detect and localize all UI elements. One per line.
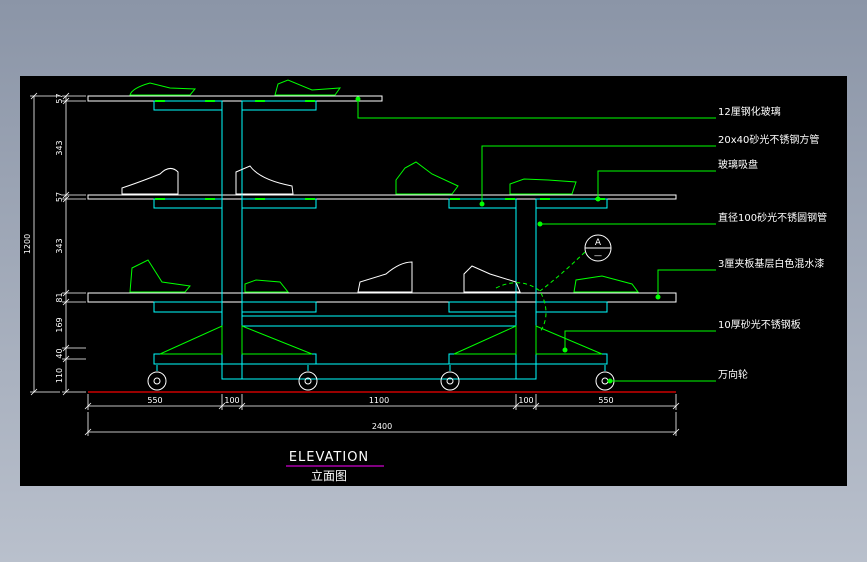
detail-marker-label: A [595, 238, 602, 248]
caster-1 [147, 365, 167, 391]
drawing-title-cn: 立面图 [311, 468, 347, 483]
stainless-plates [159, 325, 603, 355]
shoe-icon [395, 161, 459, 195]
caster-3 [440, 365, 460, 391]
callout-label: 20x40砂光不锈钢方管 [718, 133, 819, 146]
top-glass-shelf [87, 95, 383, 102]
dimension-label: 550 [147, 396, 162, 405]
dimension-total-label: 1200 [23, 234, 32, 254]
detail-marker-sheet: — [594, 251, 602, 260]
callout-caster: 万向轮 [607, 368, 748, 384]
callout-plywood: 3厘夹板基层白色混水漆 [655, 257, 824, 300]
shoe-icon [274, 79, 342, 96]
middle-glass-shelf [87, 194, 677, 200]
callout-steel-plate: 10厚砂光不锈钢板 [562, 318, 801, 353]
callout-square-tube: 20x40砂光不锈钢方管 [479, 133, 819, 207]
shoe-icon [129, 82, 197, 96]
cad-viewport[interactable]: A — 12厘钢化玻璃 20x40砂光不锈钢方管玻璃吸盘直径100砂光不锈圆钢管 3… [20, 76, 847, 486]
callout-suction-cup: 玻璃吸盘 [595, 158, 758, 202]
title-block: ELEVATION 立面图 [286, 450, 384, 483]
callout-label: 3厘夹板基层白色混水漆 [718, 257, 824, 270]
drawing-title-en: ELEVATION [289, 450, 369, 465]
shelves [87, 95, 677, 303]
dimension-label: 110 [55, 368, 64, 383]
dimension-label: 100 [224, 396, 239, 405]
shoe-icon [129, 259, 191, 293]
shelf-marks [155, 100, 605, 200]
dimension-label: 57 [55, 192, 64, 202]
callout-label: 直径100砂光不锈圆钢管 [718, 211, 827, 224]
dimension-label: 1100 [369, 396, 389, 405]
callout-round-tube: 直径100砂光不锈圆钢管 [537, 211, 827, 227]
callout-label: 10厚砂光不锈钢板 [718, 318, 801, 331]
dimension-label: 550 [598, 396, 613, 405]
shoe-icon [121, 168, 179, 195]
dimension-label: 343 [55, 238, 64, 253]
callout-label: 玻璃吸盘 [718, 158, 758, 171]
shoe-icon [463, 265, 521, 293]
shoe-icon [235, 165, 294, 195]
callout-glass: 12厘钢化玻璃 [355, 96, 781, 119]
dimension-total-label: 2400 [372, 422, 392, 431]
shoe-icon [509, 178, 577, 195]
bottom-plywood-shelf [87, 292, 677, 303]
dimension-label: 169 [55, 317, 64, 332]
shoe-icon [357, 261, 413, 293]
detail-marker-a[interactable]: A — [495, 234, 612, 333]
callout-label: 12厘钢化玻璃 [718, 105, 781, 118]
caster-2 [298, 365, 318, 391]
shoes [121, 79, 639, 293]
dimension-label: 343 [55, 140, 64, 155]
dimension-label: 100 [518, 396, 533, 405]
dimension-label: 81 [55, 292, 64, 302]
dimensions: 550 100 1100 100 550 2400 57 343 57 343 81 169 40 110… [23, 92, 680, 436]
shoe-icon [244, 279, 290, 293]
dimension-label: 40 [55, 348, 64, 358]
casters [147, 365, 615, 391]
dimension-label: 57 [55, 93, 64, 103]
caster-4 [595, 365, 615, 391]
shoe-icon [573, 275, 639, 293]
callout-label: 万向轮 [718, 368, 748, 381]
